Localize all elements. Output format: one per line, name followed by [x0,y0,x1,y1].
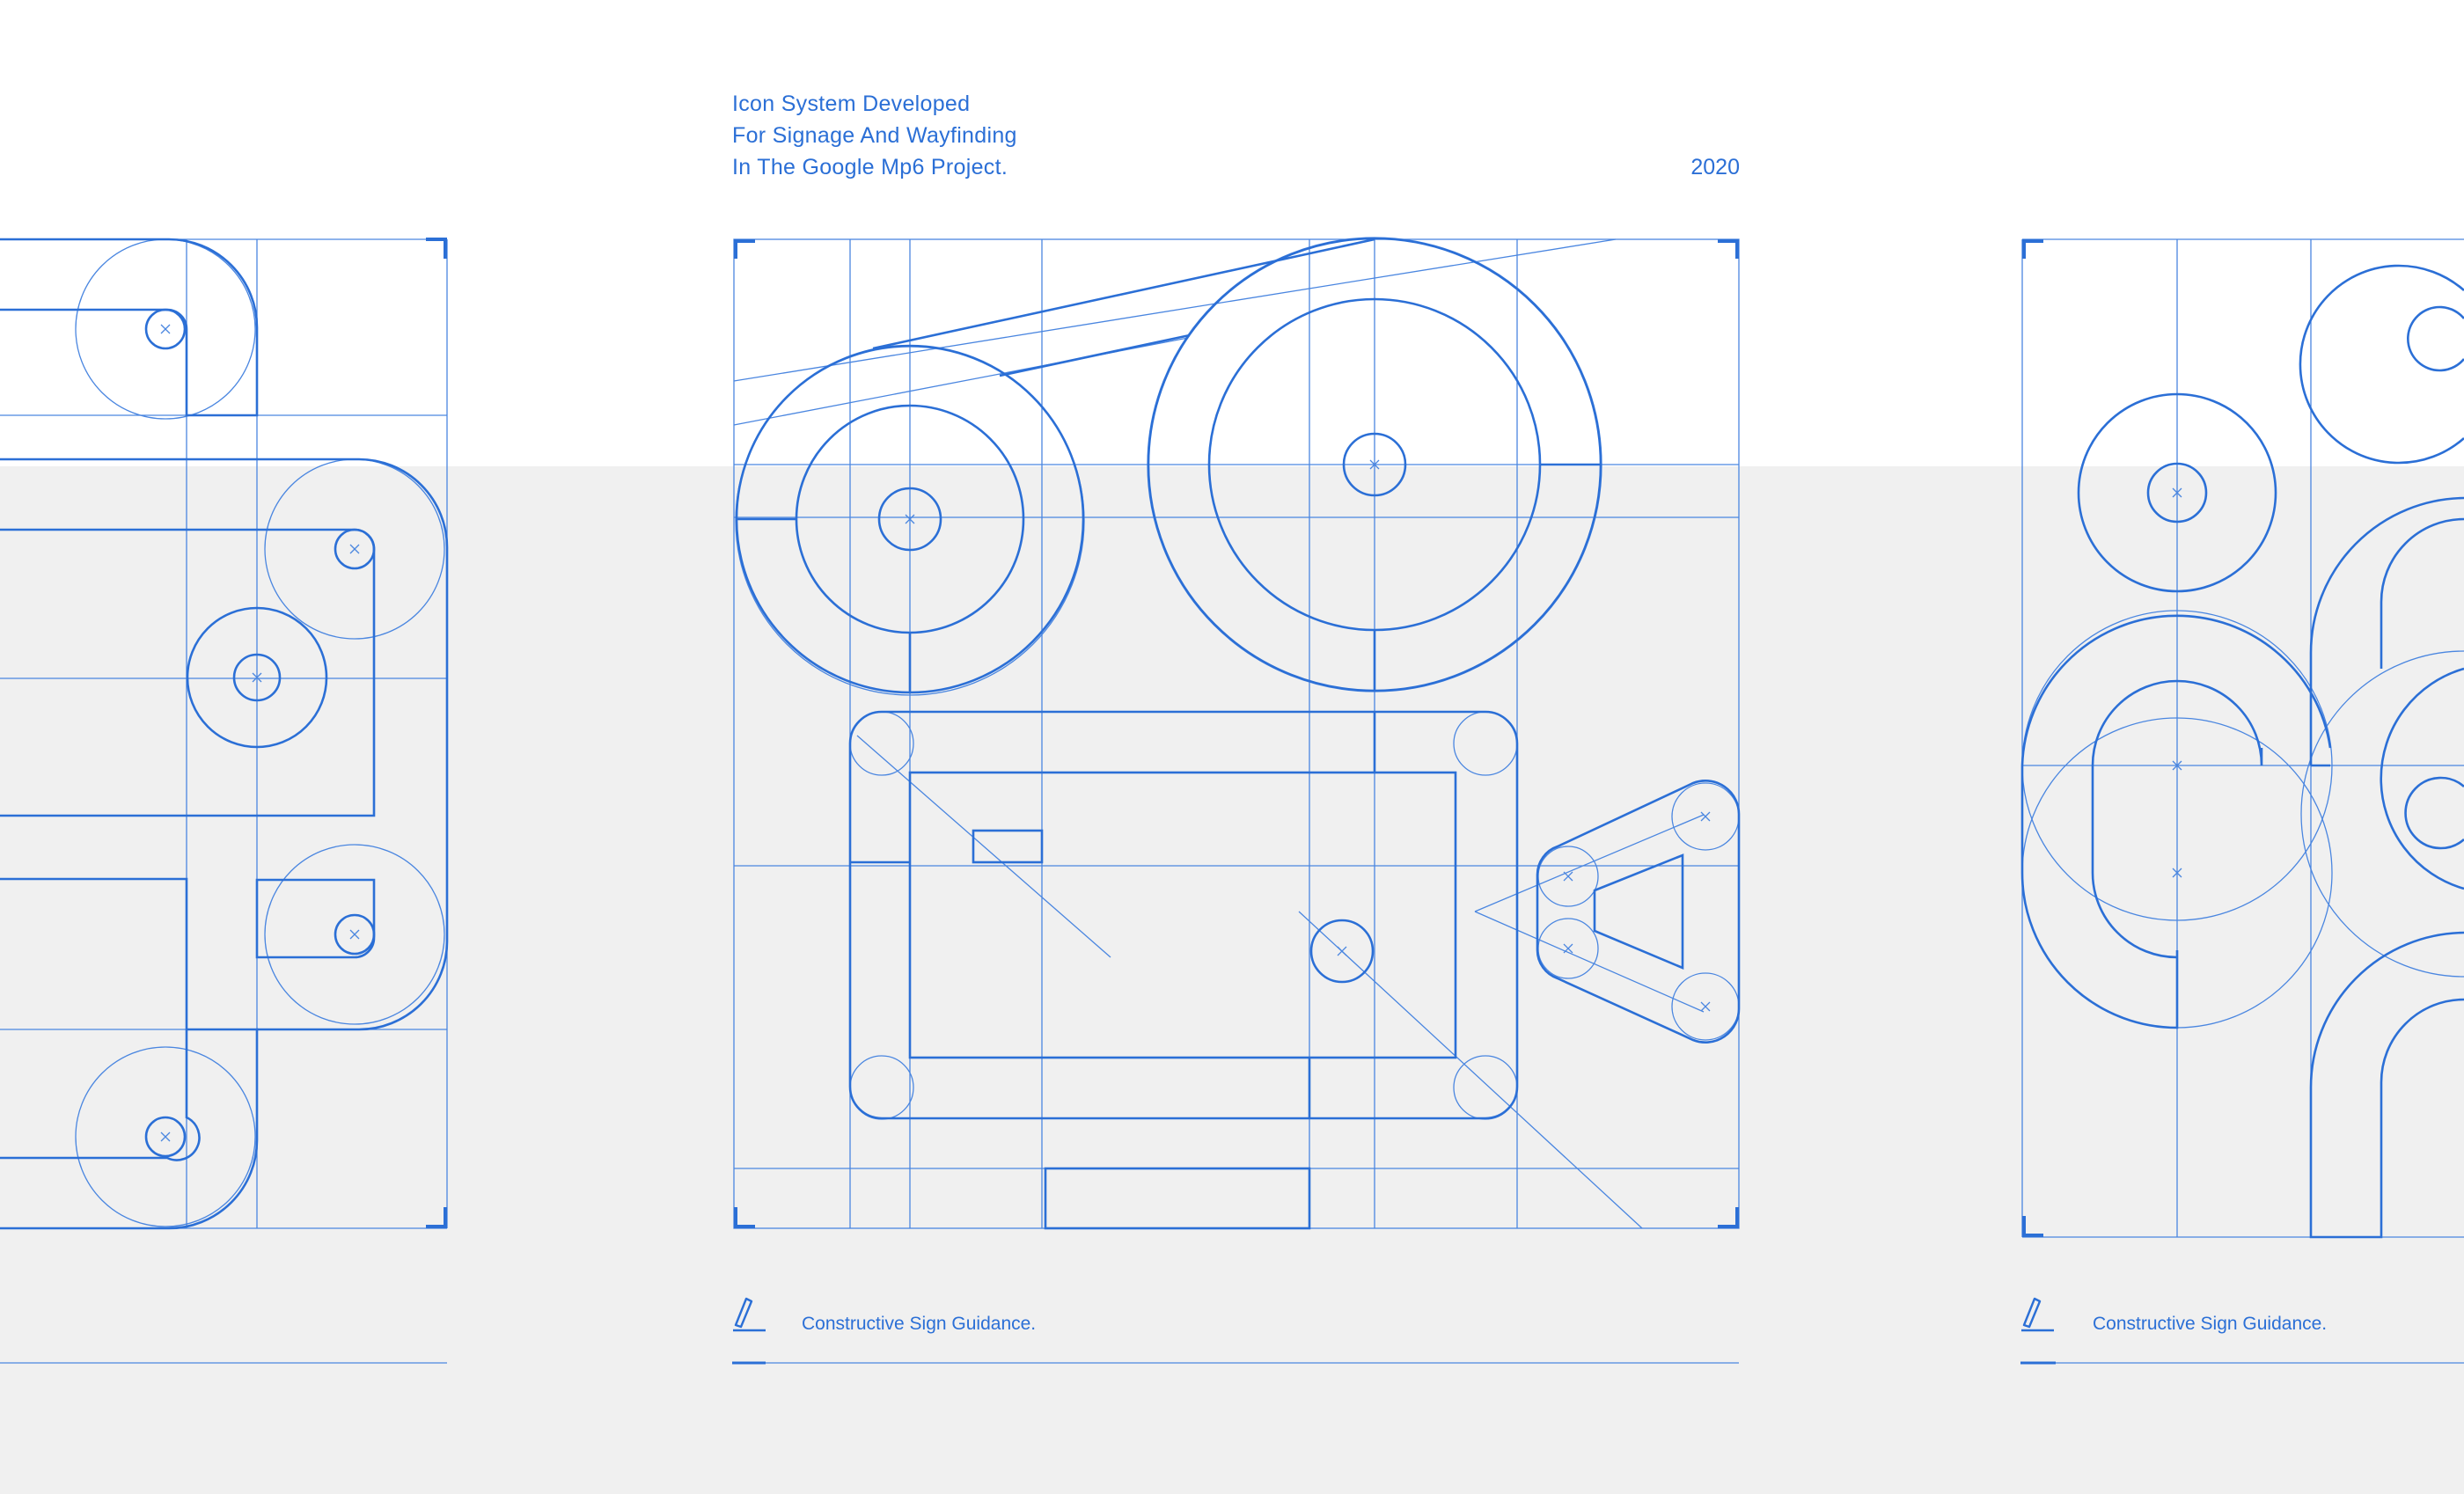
pencil-icon [733,1297,766,1332]
project-headline: Icon System Developed For Signage And Wa… [732,88,1017,183]
pencil-icon [2021,1297,2054,1332]
right-icon-outline [2020,264,2464,1239]
center-center-marks [905,459,1711,1012]
top-background-band [0,0,2464,466]
headline-line-1: Icon System Developed [732,92,971,116]
left-center-marks [160,324,360,1142]
right-caption: Constructive Sign Guidance. [2093,1314,2328,1334]
center-caption: Constructive Sign Guidance. [802,1314,1037,1334]
center-construction-panel [732,237,1741,1365]
headline-line-2: For Signage And Wayfinding [732,123,1017,148]
center-grid [733,237,1740,1229]
headline-line-3: In The Google Mp6 Project. [732,155,1008,179]
left-grid [0,238,448,1229]
right-grid [2021,238,2464,1238]
left-construction-panel [0,238,449,1364]
project-year: 2020 [1690,155,1740,179]
left-icon-outline [0,238,449,1230]
right-center-marks [2172,487,2182,878]
right-construction-panel [2020,238,2464,1365]
right-corner-marks [2022,239,2043,1237]
film-camera-outline [735,237,1741,1230]
center-corner-marks [734,239,1739,1228]
left-corner-marks [426,238,447,1228]
